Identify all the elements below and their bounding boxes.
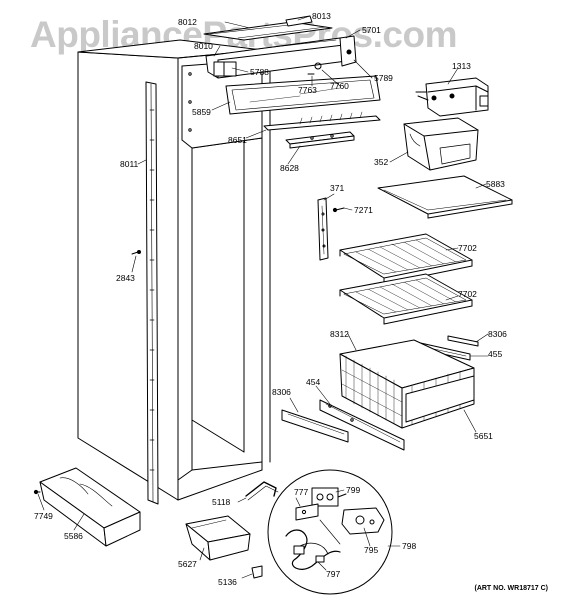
callout-799: 799 [346,485,361,495]
callout-5859: 5859 [192,107,211,117]
art-number: (ART NO. WR18717 C) [474,585,548,592]
callout-7749: 7749 [34,511,53,521]
callout-8306-left: 8306 [272,387,291,397]
valve-inset [267,469,393,595]
callout-7702-lower: 7702 [458,289,477,299]
callout-7702-upper: 7702 [458,243,477,253]
callout-8012: 8012 [178,17,197,27]
callout-371: 371 [330,183,345,193]
callout-8011: 8011 [120,159,139,169]
callout-8010: 8010 [194,41,213,51]
control-housing [203,15,357,79]
callout-5788: 5788 [250,67,269,77]
callout-777: 777 [294,487,309,497]
callout-8312: 8312 [330,329,349,339]
wire-shelf-lower-7702 [339,273,473,325]
callout-8306-right: 8306 [488,329,507,339]
shelf-5883 [377,175,513,219]
callout-5789: 5789 [374,73,393,83]
callout-2843: 2843 [116,273,135,283]
tray-5627 [185,515,251,561]
callout-5136: 5136 [218,577,237,587]
callout-7763: 7763 [298,85,317,95]
callout-454: 454 [306,377,321,387]
callout-8651: 8651 [228,135,247,145]
slide-rail-right [415,335,479,361]
callout-795: 795 [364,545,379,555]
wire-shelf-upper-7702 [339,233,473,285]
wire-5118 [245,481,279,501]
callout-5627: 5627 [178,559,197,569]
ice-bucket-352 [403,117,479,171]
callout-455: 455 [488,349,503,359]
slide-rail-left [281,399,405,451]
callout-7760: 7760 [330,81,349,91]
callout-5651: 5651 [474,431,493,441]
basket-8312 [339,339,475,429]
callout-7271: 7271 [354,205,373,215]
callout-797: 797 [326,569,341,579]
cover-5586 [33,467,141,547]
rail-371 [317,197,345,261]
callout-352: 352 [374,157,389,167]
callout-5586: 5586 [64,531,83,541]
leader-lines [37,15,489,579]
ice-maker-1313 [415,77,489,117]
callout-8013: 8013 [312,11,331,21]
bracket-8628 [285,131,355,149]
callout-1313: 1313 [452,61,471,71]
callout-5118: 5118 [212,497,231,507]
trim-strip-8011 [131,81,159,505]
callout-5883: 5883 [486,179,505,189]
rail-8651 [263,111,381,131]
callout-8628: 8628 [280,163,299,173]
clip-5136 [251,565,263,579]
light-shield-5859 [225,75,381,115]
callout-5701: 5701 [362,25,381,35]
callout-798: 798 [402,541,417,551]
